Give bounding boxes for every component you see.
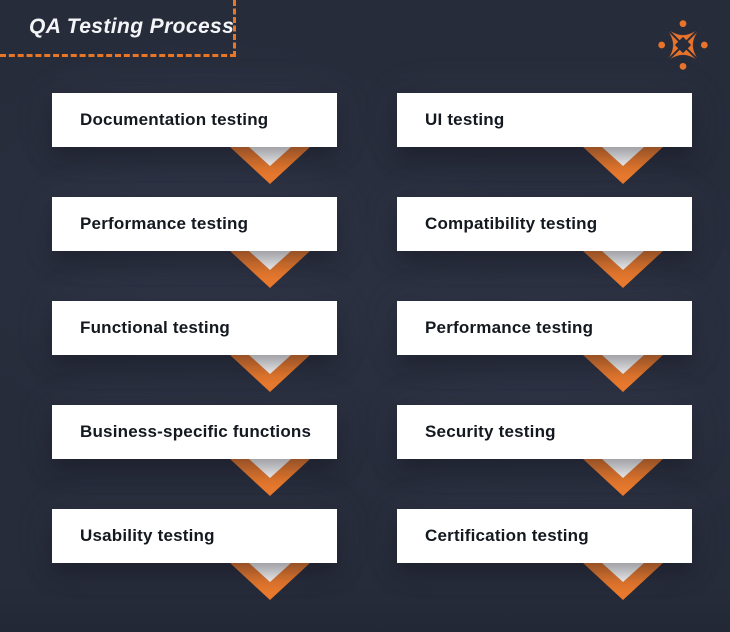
- step-label: Performance testing: [425, 318, 594, 337]
- step-ui-testing: UI testing: [397, 93, 692, 197]
- down-chevron-icon: [230, 251, 311, 288]
- step-box: Functional testing: [52, 301, 337, 355]
- step-label: Compatibility testing: [425, 214, 598, 233]
- step-box: Certification testing: [397, 509, 692, 563]
- step-functional-testing: Functional testing: [52, 301, 337, 405]
- step-box: UI testing: [397, 93, 692, 147]
- step-compatibility-testing: Compatibility testing: [397, 197, 692, 301]
- step-documentation-testing: Documentation testing: [52, 93, 337, 197]
- step-label: Functional testing: [80, 318, 230, 337]
- step-performance-testing: Performance testing: [52, 197, 337, 301]
- step-security-testing: Security testing: [397, 405, 692, 509]
- flow-column-right: UI testing Compatibility testing Perform…: [397, 93, 692, 613]
- step-label: Business-specific functions: [80, 422, 312, 441]
- step-label: Performance testing: [80, 214, 249, 233]
- step-label: Security testing: [425, 422, 556, 441]
- step-certification-testing: Certification testing: [397, 509, 692, 613]
- step-usability-testing: Usability testing: [52, 509, 337, 613]
- down-chevron-icon: [230, 147, 311, 184]
- down-chevron-icon: [230, 459, 311, 496]
- down-chevron-icon: [582, 355, 663, 392]
- step-label: Certification testing: [425, 526, 589, 545]
- step-box: Compatibility testing: [397, 197, 692, 251]
- title-frame: QA Testing Process: [0, 0, 236, 57]
- step-label: UI testing: [425, 110, 505, 129]
- step-box: Documentation testing: [52, 93, 337, 147]
- down-chevron-icon: [230, 563, 311, 600]
- four-point-star-logo-icon: [658, 20, 708, 70]
- step-box: Performance testing: [397, 301, 692, 355]
- down-chevron-icon: [582, 459, 663, 496]
- page-title: QA Testing Process: [29, 15, 235, 38]
- flow-column-left: Documentation testing Performance testin…: [52, 93, 337, 613]
- step-box: Security testing: [397, 405, 692, 459]
- down-chevron-icon: [582, 251, 663, 288]
- step-business-specific-functions: Business-specific functions: [52, 405, 337, 509]
- down-chevron-icon: [230, 355, 311, 392]
- step-box: Performance testing: [52, 197, 337, 251]
- step-box: Business-specific functions: [52, 405, 337, 459]
- step-performance-testing-right: Performance testing: [397, 301, 692, 405]
- down-chevron-icon: [582, 147, 663, 184]
- step-label: Documentation testing: [80, 110, 269, 129]
- down-chevron-icon: [582, 563, 663, 600]
- step-label: Usability testing: [80, 526, 215, 545]
- step-box: Usability testing: [52, 509, 337, 563]
